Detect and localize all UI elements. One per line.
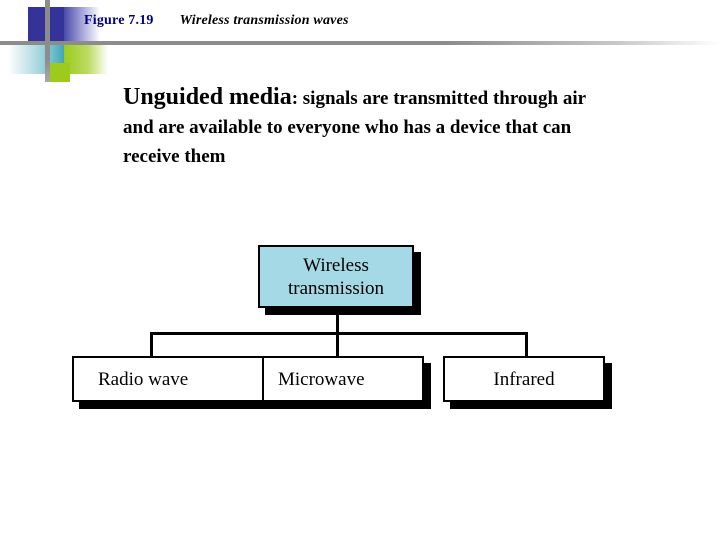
body-lead-term: Unguided media [123,84,292,110]
decoration-green-gradient [64,45,108,74]
page-title: Figure 7.19 Wireless transmission waves [84,11,349,29]
connector-drop-microwave [336,332,339,356]
header-horizontal-rule [0,41,720,45]
node-wireless-transmission: Wireless transmission [258,245,414,308]
node-microwave-label: Microwave [278,368,365,390]
node-wireless-transmission-label: Wireless transmission [287,254,385,299]
body-rest-text: : signals are transmitted through air an… [123,88,586,167]
figure-caption: Wireless transmission waves [179,13,349,28]
figure-number: Figure 7.19 [84,13,154,28]
connector-root-stem [336,308,339,334]
decoration-green-tab [48,63,70,82]
node-radio-wave-label: Radio wave [98,368,189,390]
body-paragraph: Unguided media: signals are transmitted … [123,83,603,172]
connector-drop-radio-wave [150,332,153,356]
node-radio-wave: Radio wave [72,356,272,402]
node-infrared-label: Infrared [493,368,555,390]
connector-drop-infrared [525,332,528,356]
node-infrared: Infrared [443,356,605,402]
node-microwave: Microwave [262,356,424,402]
decoration-navy-gradient [64,7,100,45]
connector-horizontal-bus [150,332,528,335]
